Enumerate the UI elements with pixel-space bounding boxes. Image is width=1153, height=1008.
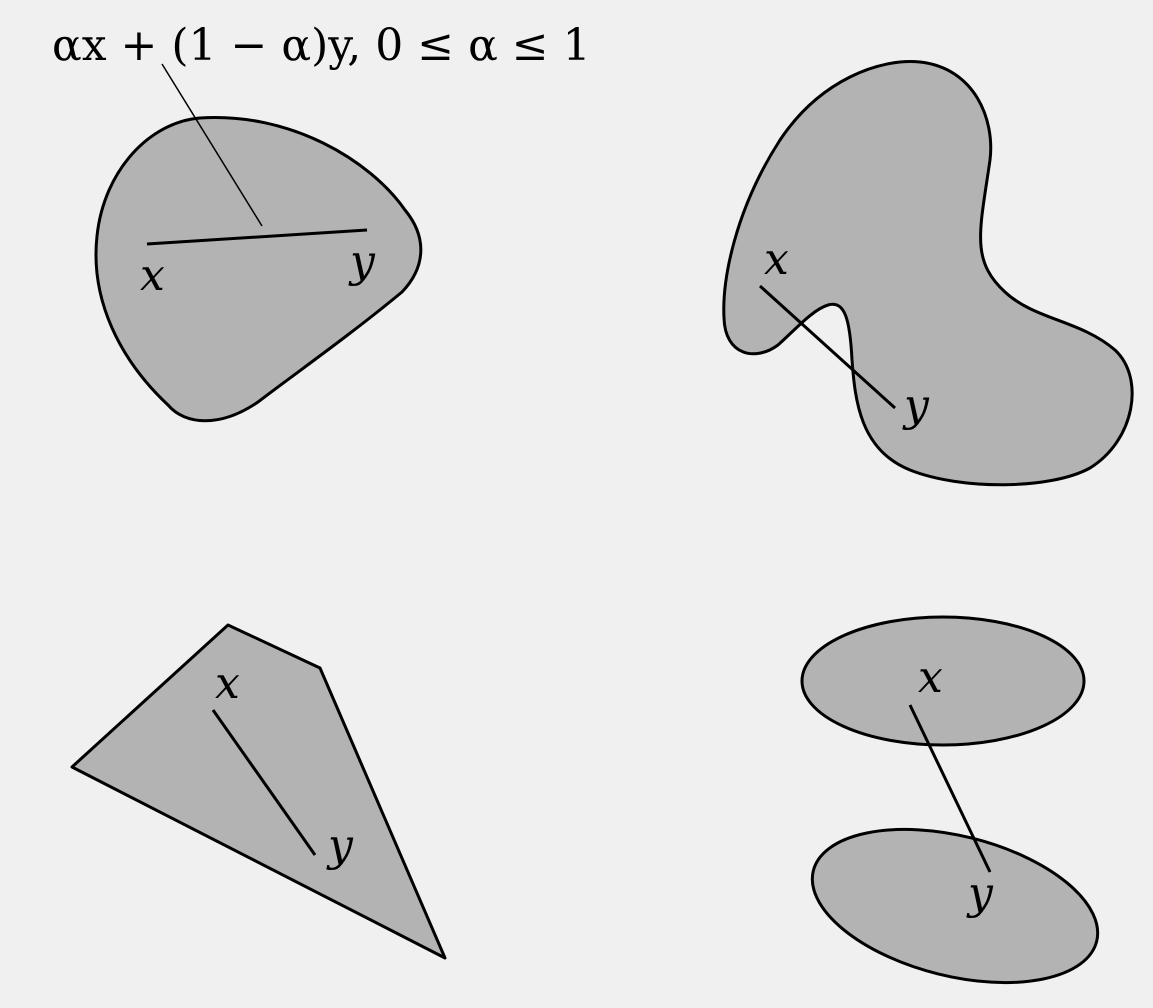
convex-combination-formula: αx + (1 − α)y, 0 ≤ α ≤ 1 [52, 20, 591, 71]
convex-region [94, 115, 423, 423]
panel-nonconvex-polygon: x y [70, 623, 447, 960]
panel-convex-blob: x y [94, 63, 423, 423]
formula-leader-line [161, 63, 263, 227]
segment-x-y [146, 228, 368, 246]
panel-disconnected-ellipses: x y [800, 615, 1100, 985]
upper-ellipse-region [800, 615, 1086, 747]
segment-x-y [758, 284, 897, 410]
point-y-label: y [348, 236, 376, 287]
point-y-label: y [902, 380, 930, 431]
point-x-label: x [918, 652, 943, 703]
point-x-label: x [215, 658, 240, 709]
point-x-label: x [764, 234, 789, 285]
panel-nonconvex-kidney: x y [722, 60, 1134, 487]
point-x-label: x [140, 250, 165, 301]
point-y-label: y [966, 868, 994, 919]
lower-ellipse-region [810, 827, 1100, 985]
segment-x-y [211, 709, 317, 856]
nonconvex-polygon-region [70, 623, 447, 960]
nonconvex-kidney-region [722, 60, 1134, 487]
segment-x-y [908, 704, 992, 873]
point-y-label: y [326, 820, 354, 871]
